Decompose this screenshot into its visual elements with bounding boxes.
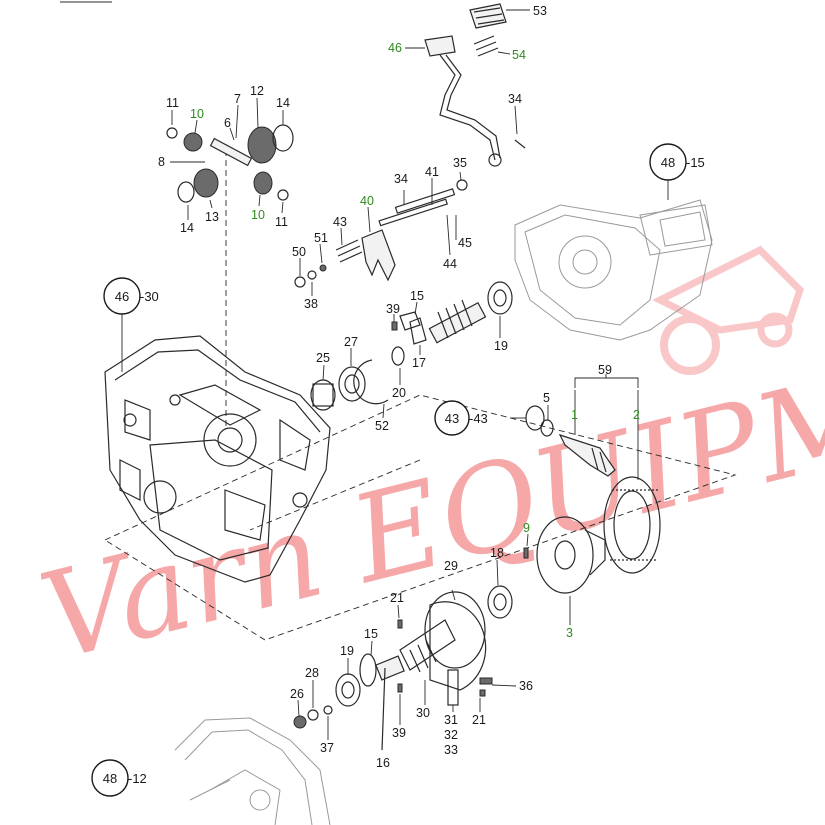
watermark-text: Varn EQUIPMENT (28, 278, 825, 688)
lower-housing (174, 717, 331, 825)
label-2[interactable]: 2 (633, 408, 640, 422)
label-29[interactable]: 29 (444, 559, 458, 573)
label-9[interactable]: 9 (523, 521, 530, 535)
bracket-59 (574, 377, 639, 388)
label-14-bottom[interactable]: 14 (180, 221, 194, 235)
label-36[interactable]: 36 (519, 679, 533, 693)
callout-48-15[interactable]: 48 -15 (649, 143, 705, 181)
shift-lever-assembly (405, 3, 530, 167)
watermark: Varn EQUIPMENT (28, 245, 825, 688)
label-5[interactable]: 5 (543, 391, 550, 405)
svg-text:-12: -12 (128, 771, 147, 786)
label-44[interactable]: 44 (443, 257, 457, 271)
label-21-top[interactable]: 21 (390, 591, 404, 605)
label-50[interactable]: 50 (292, 245, 306, 259)
spring (335, 239, 363, 263)
shift-fork-group (294, 171, 468, 296)
callout-48-12[interactable]: 48 -12 (91, 759, 147, 797)
label-25[interactable]: 25 (316, 351, 330, 365)
label-11-bottom[interactable]: 11 (275, 215, 288, 229)
label-26[interactable]: 26 (290, 687, 304, 701)
ring-gear (603, 476, 661, 574)
label-59[interactable]: 59 (598, 363, 612, 377)
label-39-bottom[interactable]: 39 (392, 726, 406, 740)
label-12[interactable]: 12 (250, 84, 264, 98)
label-33[interactable]: 33 (444, 743, 458, 757)
label-45[interactable]: 45 (458, 236, 472, 250)
part-labels: 53 46 54 34 11 10 7 12 14 6 8 14 13 10 1… (158, 4, 640, 770)
label-40[interactable]: 40 (360, 194, 374, 208)
label-18[interactable]: 18 (490, 546, 504, 560)
guide-line-center (249, 459, 421, 531)
label-38[interactable]: 38 (304, 297, 318, 311)
label-21-bottom[interactable]: 21 (472, 713, 486, 727)
label-41[interactable]: 41 (425, 165, 439, 179)
pinion-gear-group (166, 97, 294, 220)
assembly-boundary (104, 394, 737, 641)
label-20[interactable]: 20 (392, 386, 406, 400)
svg-text:43: 43 (445, 411, 459, 426)
axle-group (293, 589, 517, 751)
svg-text:48: 48 (103, 771, 117, 786)
return-spring (473, 35, 499, 57)
label-27[interactable]: 27 (344, 335, 358, 349)
callout-46-30[interactable]: 46 -30 (103, 277, 159, 372)
label-28[interactable]: 28 (305, 666, 319, 680)
label-53[interactable]: 53 (533, 4, 547, 18)
label-14-top[interactable]: 14 (276, 96, 290, 110)
svg-text:-15: -15 (686, 155, 705, 170)
label-31[interactable]: 31 (444, 713, 458, 727)
shift-fork (361, 229, 396, 282)
label-51[interactable]: 51 (314, 231, 328, 245)
label-46[interactable]: 46 (388, 41, 402, 55)
label-7[interactable]: 7 (234, 92, 241, 106)
svg-text:46: 46 (115, 289, 129, 304)
svg-text:-43: -43 (469, 411, 488, 426)
pedal-pad (424, 35, 456, 57)
label-19-mid[interactable]: 19 (494, 339, 508, 353)
gear-housing (514, 180, 713, 341)
bevel-gear-group (510, 374, 661, 574)
svg-text:-30: -30 (140, 289, 159, 304)
label-8[interactable]: 8 (158, 155, 165, 169)
transmission-case (104, 335, 331, 583)
watermark-tractor-icon (652, 245, 805, 375)
label-43[interactable]: 43 (333, 215, 347, 229)
label-34-mid[interactable]: 34 (394, 172, 408, 186)
label-11-top[interactable]: 11 (166, 96, 179, 110)
pinion-shaft (558, 433, 616, 477)
label-15-bottom[interactable]: 15 (364, 627, 378, 641)
label-34-top[interactable]: 34 (508, 92, 522, 106)
label-16[interactable]: 16 (376, 756, 390, 770)
label-10-top[interactable]: 10 (190, 107, 204, 121)
callout-43-43[interactable]: 43 -43 (434, 400, 488, 436)
label-3[interactable]: 3 (566, 626, 573, 640)
snap-ring (353, 359, 389, 405)
label-15-mid[interactable]: 15 (410, 289, 424, 303)
label-19-bottom[interactable]: 19 (340, 644, 354, 658)
label-17[interactable]: 17 (412, 356, 426, 370)
label-32[interactable]: 32 (444, 728, 458, 742)
label-30[interactable]: 30 (416, 706, 430, 720)
label-10-bottom[interactable]: 10 (251, 208, 265, 222)
svg-text:48: 48 (661, 155, 675, 170)
label-52[interactable]: 52 (375, 419, 389, 433)
label-13[interactable]: 13 (205, 210, 219, 224)
differential-case (487, 516, 606, 625)
label-35[interactable]: 35 (453, 156, 467, 170)
label-39-mid[interactable]: 39 (386, 302, 400, 316)
countershaft-group (310, 281, 513, 419)
label-37[interactable]: 37 (320, 741, 334, 755)
label-54[interactable]: 54 (512, 48, 526, 62)
label-6[interactable]: 6 (224, 116, 231, 130)
label-1[interactable]: 1 (571, 408, 578, 422)
